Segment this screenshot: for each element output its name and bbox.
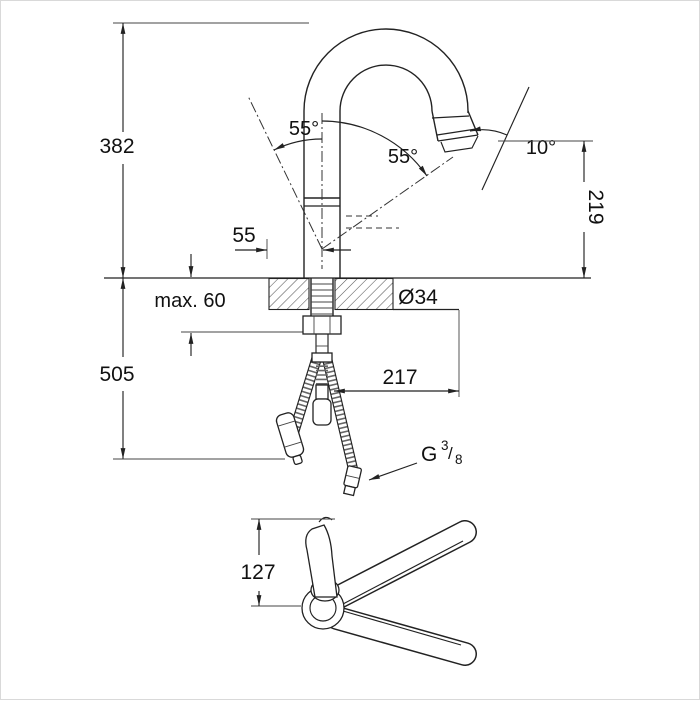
- spout-arm-upper: [325, 520, 477, 610]
- swivel-left-label: 55°: [289, 118, 319, 140]
- spout-height-label: 219: [584, 189, 607, 224]
- hose-projection-label: 217: [382, 366, 417, 389]
- handle-clearance-label: 127: [240, 561, 275, 584]
- hose-fitting-right: [342, 465, 362, 497]
- top-view: 127: [240, 516, 477, 666]
- total-height-label: 382: [99, 135, 134, 158]
- thread-prefix-label: G: [421, 443, 437, 466]
- hose-weight-left: [275, 412, 305, 466]
- dim-spray-angle: 10°: [469, 86, 556, 191]
- mounting-nut: [302, 315, 342, 335]
- spray-head: [431, 110, 479, 153]
- thread-numerator-label: 3: [441, 438, 449, 453]
- dim-handle-clearance: 127: [240, 518, 335, 607]
- spray-angle-label: 10°: [526, 137, 556, 159]
- dim-swivel-left: 55°: [247, 95, 323, 250]
- dim-hole-diameter: Ø34: [398, 286, 438, 309]
- under-deck-label: 505: [99, 363, 134, 386]
- pullout-hose-center: [311, 352, 333, 426]
- dim-spout-offset: 55: [232, 224, 351, 259]
- hose-weight-center: [312, 398, 332, 426]
- max-deck-label: max. 60: [154, 290, 225, 312]
- dim-max-deck: max. 60: [154, 254, 303, 356]
- swivel-right-label: 55°: [388, 146, 418, 168]
- lever-tip-detail: [318, 516, 333, 523]
- dim-under-deck: 505: [99, 278, 285, 460]
- spout-inner-curve: [339, 64, 433, 198]
- thread-slash-label: /: [448, 444, 453, 463]
- countertop-section: [268, 277, 459, 311]
- spout-arm-lower: [325, 606, 477, 666]
- thread-denominator-label: 8: [455, 452, 463, 467]
- hole-diameter-label: Ø34: [398, 286, 438, 309]
- dim-total-height: 382: [99, 22, 309, 278]
- hose-right: [321, 352, 358, 471]
- spout-outer-curve: [303, 28, 469, 198]
- dim-spout-height: 219: [498, 140, 607, 278]
- dim-thread: G 3 / 8: [368, 438, 463, 481]
- under-deck-assembly: [275, 278, 362, 497]
- lever-handle: [305, 516, 340, 602]
- dim-swivel-right: 55°: [321, 120, 454, 250]
- spout-offset-label: 55: [232, 224, 255, 247]
- dim-hose-projection: 217: [334, 310, 460, 397]
- side-view: 55° 55° 10° 382 219: [99, 22, 607, 497]
